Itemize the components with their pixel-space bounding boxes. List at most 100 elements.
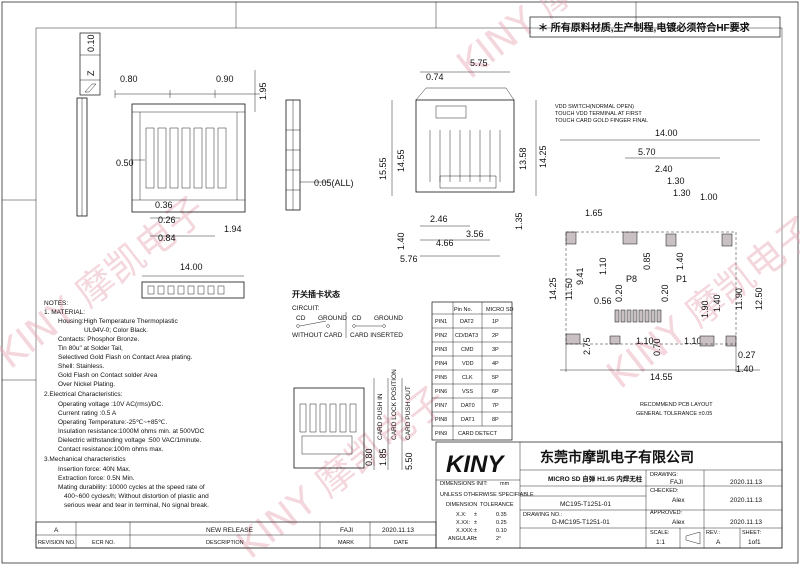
dim-0-74: 0.74	[426, 72, 444, 82]
scale-label: SCALE:	[650, 530, 670, 536]
rev-label: REV.:	[706, 530, 720, 536]
pcb-dim-2-75: 2.75	[582, 337, 592, 355]
pin-row-6-sig: DAT0	[461, 403, 475, 409]
pin-row-1-sig: CD/DAT3	[455, 333, 478, 339]
dim-2-46: 2.46	[430, 214, 448, 224]
pin-row-7-pos: 8P	[492, 417, 499, 423]
pcb-note-2: TOUCH CARD GOLD FINGER FINAL	[555, 118, 648, 124]
rev-code: A	[54, 527, 59, 534]
flatness-value: 0.10	[86, 34, 96, 52]
pin-row-6-pos: 7P	[492, 403, 499, 409]
pin-row-2-pos: 3P	[492, 347, 499, 353]
border-ticks	[2, 2, 637, 381]
note-line-15: Contact resistance:100m ohms max.	[58, 446, 164, 453]
notes: NOTES: 1. MATERIAL: Housing:High Tempera…	[44, 300, 209, 509]
rev-header-date: DATE	[394, 540, 409, 546]
dim-4-66: 4.66	[436, 238, 454, 248]
pin-row-1-pos: 2P	[492, 333, 499, 339]
pcb-dim-1-40-c: 1.40	[736, 364, 754, 374]
pcb-dim-2-40: 2.40	[655, 164, 673, 174]
note-line-5: Selectived Gold Flash on Contact Area pl…	[58, 354, 193, 361]
revision-table: A NEW RELEASE FAJI 2020.11.13 REVISION N…	[35, 521, 437, 549]
pin-row-4-no: PIN5	[435, 375, 447, 381]
company-name: 东莞市摩凯电子有限公司	[540, 449, 694, 465]
pcb-dim-0-85: 0.85	[642, 252, 652, 270]
pcb-dim-1-40-b: 1.40	[712, 294, 722, 312]
tol-row-0-c: 0.35	[496, 512, 507, 518]
pcb-dim-1-30-b: 1.30	[673, 188, 691, 198]
switch-ground-1: GROUND	[318, 315, 347, 322]
pcb-dim-14-55: 14.55	[650, 372, 673, 382]
banner-box	[529, 16, 781, 38]
pcb-dim-0-20-b: 0.20	[660, 284, 670, 302]
dim-1-40-front: 1.40	[396, 232, 406, 250]
unless-label: UNLESS OTHERWISE SPECIFIABLE	[440, 492, 534, 498]
pin-row-0-pos: 1P	[492, 319, 499, 325]
tol-row-0-b: ±	[474, 512, 477, 518]
drawn-date: 2020.11.13	[730, 479, 762, 486]
approved-label: APPROVED:	[650, 510, 683, 516]
pin-row-5-pos: 6P	[492, 389, 499, 395]
pin-header-sd: MICRO SD	[486, 307, 514, 313]
pin-row-3-pos: 4P	[492, 361, 499, 367]
push-dim-0-80: 0.80	[364, 448, 374, 466]
tol-row-2-b: ±	[474, 528, 477, 534]
note-line-2: UL94V-0; Color Black.	[84, 327, 148, 334]
drawing-number: D-MC195-T1251-01	[552, 519, 610, 526]
note-line-3: Contacts: Phosphor Bronze.	[58, 336, 139, 343]
switch-state: 开关插卡状态 CIRCUIT: CD GROUND CD GROUND WITH…	[292, 289, 403, 339]
sheet-label: SHEET:	[742, 530, 762, 536]
note-line-10: Operating voltage :10V AC(rms)/DC.	[58, 401, 163, 408]
switch-without-card: WITHOUT CARD	[292, 332, 343, 339]
dim-5-75: 5.75	[470, 58, 488, 68]
tol-row-3-c: 2°	[496, 536, 501, 542]
dim-0-26: 0.26	[158, 215, 176, 225]
dim-3-56: 3.56	[466, 229, 484, 239]
pcb-dim-14-25: 14.25	[548, 277, 558, 300]
notes-heading: NOTES:	[44, 300, 68, 307]
pcb-dim-1-40-a: 1.40	[675, 252, 685, 270]
pcb-dim-0-56: 0.56	[594, 296, 612, 306]
switch-cd-1: CD	[296, 315, 306, 322]
note-line-0: 1. MATERIAL:	[44, 309, 85, 316]
pcb-dim-1-10-b: 1.10	[636, 336, 654, 346]
checked-by: Alex	[672, 497, 685, 504]
pcb-layout: VDD SWITCH(NORMAL OPEN) TOUCH VDD TERMIN…	[548, 104, 764, 417]
note-line-18: Extraction force: 0.5N Min.	[58, 475, 135, 482]
pcb-dim-1-10-a: 1.10	[598, 257, 608, 275]
tol-row-1-c: 0.25	[496, 520, 507, 526]
push-in-label: CARD PUSH IN	[377, 393, 384, 440]
note-line-17: Insertion force: 40N Max.	[58, 466, 131, 473]
pin-row-4-pos: 5P	[492, 375, 499, 381]
pin-row-5-sig: VSS	[462, 389, 473, 395]
push-positions: CARD PUSH IN CARD LOCK POSITION CARD PUS…	[293, 369, 414, 470]
bottom-view: 14.00	[141, 262, 245, 299]
dim-1-95: 1.95	[258, 82, 268, 100]
pin-row-6-no: PIN7	[435, 403, 447, 409]
pcb-note-1: TOUCH VDD TERMINAL AT FIRST	[555, 111, 642, 117]
pin-row-2-sig: CMD	[461, 347, 474, 353]
dim-1-94: 1.94	[224, 224, 242, 234]
pin-table: Pin No. MICRO SD PIN1 DAT2 1P PIN2 CD/DA…	[431, 301, 514, 441]
approved-by: Alex	[672, 519, 685, 526]
note-line-1: Housing:High Temperature Thermoplastic	[58, 318, 178, 325]
front-view: 0.74 5.75 15.55 14.55 13.58 14.25 2.46 1…	[378, 58, 548, 264]
note-line-7: Gold Flash on Contact solder Area	[58, 372, 158, 379]
push-dim-1-85: 1.85	[378, 448, 388, 466]
pin-row-1-no: PIN2	[435, 333, 447, 339]
tol-row-3-b: ±	[474, 536, 477, 542]
note-line-4: Tin 80u" at Solder Tail,	[58, 345, 123, 352]
drawing-no-label: DRAWING NO.:	[523, 512, 563, 518]
dim-0-50: 0.50	[116, 158, 134, 168]
pcb-dim-0-20-a: 0.20	[614, 284, 624, 302]
pcb-tolerance: GENERAL TOLERANCE ±0.05	[636, 411, 712, 417]
rev-by: FAJI	[340, 527, 353, 534]
pcb-dim-1-65: 1.65	[585, 208, 603, 218]
pin-row-7-sig: DAT1	[461, 417, 475, 423]
title-block: KINY 东莞市摩凯电子有限公司 DIMENSIONS INIT: mm UNL…	[435, 441, 783, 549]
checked-label: CHECKED:	[650, 488, 679, 494]
dim-15-55: 15.55	[378, 157, 388, 180]
dimension-label: DIMENSION	[446, 502, 477, 508]
